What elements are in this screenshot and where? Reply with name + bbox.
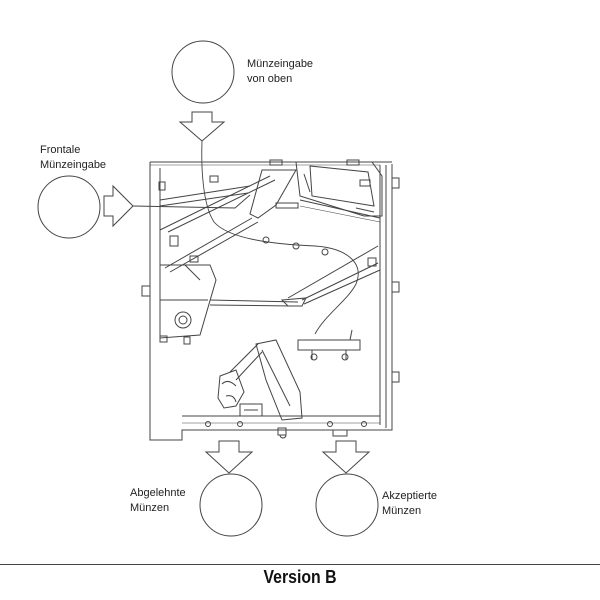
front-coin-path [132,194,251,209]
accepted-coins-label-line1: Akzeptierte [382,490,438,502]
top-inlet-label-line2: von oben [247,73,293,85]
front-inlet-coin [37,175,101,239]
top-inlet-label: Münzeingabe von oben [247,57,313,87]
top-inlet-coin [171,40,235,104]
accepted-coin [315,473,379,537]
top-inlet-arrow [178,111,226,142]
accepted-coin-arrow [321,440,371,474]
rejected-coins-label-line1: Abgelehnte [130,487,186,499]
front-inlet-label: Frontale Münzeingabe [40,143,106,173]
front-inlet-label-line1: Frontale [40,144,81,156]
footer-divider [0,564,600,565]
rejected-coin [199,473,263,537]
accepted-coins-label-line2: Münzen [382,505,422,517]
version-caption: Version B [263,567,337,587]
accepted-coins-label: Akzeptierte Münzen [382,489,437,519]
rejected-coins-label-line2: Münzen [130,502,170,514]
coin-mechanism [141,159,400,441]
top-inlet-label-line1: Münzeingabe [247,58,314,70]
front-inlet-arrow [103,184,134,228]
rejected-coin-arrow [204,440,254,474]
top-coin-path [201,140,359,335]
front-inlet-label-line2: Münzeingabe [40,159,107,171]
rejected-coins-label: Abgelehnte Münzen [130,486,186,516]
